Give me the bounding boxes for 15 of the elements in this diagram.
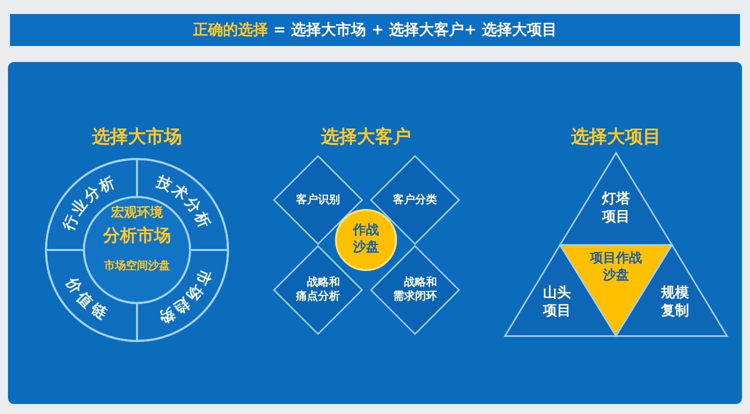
ring-label: 价值链: [62, 274, 113, 324]
node-label: 战略和需求闭环: [392, 276, 438, 304]
heading: 选择大客户: [321, 125, 411, 149]
heading: 选择大项目: [570, 125, 662, 149]
title: 正确的选择 = 选择大市场 + 选择大客户+ 选择大项目: [193, 20, 557, 40]
node-label: 客户识别: [295, 192, 341, 208]
node-label: 分析市场: [102, 224, 172, 248]
node-label: 灯塔项目: [600, 190, 631, 226]
node-label: 项目作战沙盘: [588, 251, 643, 285]
heading: 选择大市场: [91, 125, 183, 149]
node-label: 规模复制: [660, 284, 690, 320]
node-label: 客户分类: [392, 192, 438, 208]
node-label: 山头项目: [542, 284, 572, 320]
node-label: 战略和痛点分析: [294, 276, 341, 304]
node-label: 作战沙盘: [352, 223, 380, 257]
